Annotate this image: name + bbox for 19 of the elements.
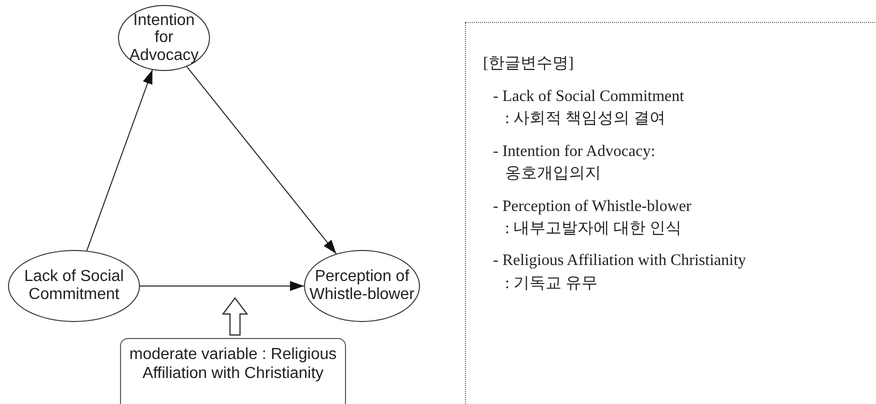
variable-name: Lack of Social Commitment xyxy=(23,268,125,304)
variable-name: Intention for Advocacy xyxy=(128,12,200,64)
korean-term: : 내부고발자에 대한 인식 xyxy=(504,218,682,239)
arrow xyxy=(86,69,153,252)
korean-term: 옹호개입의지 xyxy=(504,164,602,184)
glossary-panel xyxy=(465,22,876,404)
korean-term: : 사회적 책임성의 결여 xyxy=(504,109,666,130)
english-term: - Religious Affiliation with Christianity xyxy=(493,251,748,272)
arrow xyxy=(186,66,337,254)
korean-term: : 기독교 유무 xyxy=(504,274,598,294)
variable-name: Perception of Whistle-blower xyxy=(308,268,416,304)
moderator-label: moderate variable : Religious Affiliation with Christianity xyxy=(128,345,338,384)
hollow-arrow xyxy=(222,297,248,336)
english-term: - Lack of Social Commitment xyxy=(493,87,686,107)
moderator-box xyxy=(120,338,346,404)
english-term: - Perception of Whistle-blower xyxy=(493,196,692,217)
glossary-heading: [한글변수명] xyxy=(483,54,575,74)
arrow xyxy=(140,281,304,291)
english-term: - Intention for Advocacy: xyxy=(493,142,656,162)
